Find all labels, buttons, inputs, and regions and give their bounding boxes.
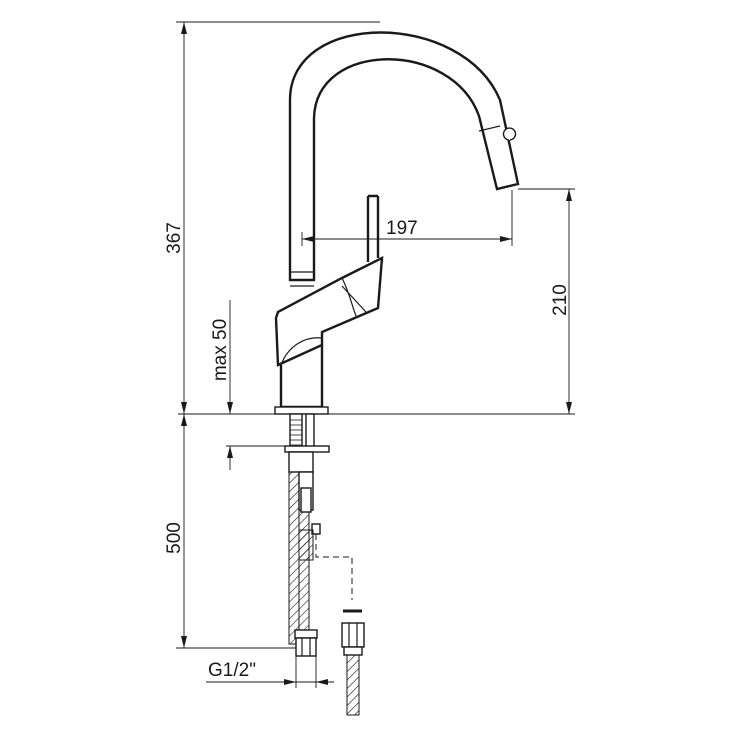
dim-max-deck: max 50 xyxy=(210,300,290,470)
mounting-plate xyxy=(284,445,330,453)
label-spout-height: 210 xyxy=(550,284,571,316)
hose-left xyxy=(288,471,300,645)
stud-thread-lines xyxy=(290,419,302,446)
label-spout-reach: 197 xyxy=(386,218,418,239)
hose-right xyxy=(346,654,360,716)
right-fitting-collar xyxy=(343,646,363,656)
hose-connector xyxy=(300,487,312,513)
mounting-hardware xyxy=(284,413,330,473)
mounting-nut xyxy=(288,451,314,473)
label-hose-length: 500 xyxy=(164,522,185,554)
left-fitting-collar xyxy=(294,629,318,639)
right-fitting-nut xyxy=(341,622,365,648)
head-button xyxy=(502,127,517,141)
dim-thread: G1/2" xyxy=(206,656,334,688)
dim-spout-reach: 197 xyxy=(301,190,513,246)
label-max-deck: max 50 xyxy=(210,319,231,381)
hoses xyxy=(288,471,365,716)
stud-right xyxy=(305,413,315,451)
lever-handle xyxy=(274,255,384,367)
lever-rod xyxy=(366,194,380,262)
hose-inner xyxy=(298,529,314,561)
body-curve xyxy=(280,337,323,366)
dim-spout-height: 210 xyxy=(518,188,575,414)
pullout-path xyxy=(315,534,353,600)
label-total-height: 367 xyxy=(164,222,185,254)
base-flange xyxy=(274,406,329,415)
label-thread: G1/2" xyxy=(208,660,256,681)
faucet-body xyxy=(274,31,520,415)
dim-hose-length: 500 xyxy=(164,414,296,649)
dim-total-height: 367 xyxy=(164,21,380,414)
left-fitting-nut xyxy=(295,637,317,657)
spout xyxy=(288,31,520,282)
lever-joint xyxy=(341,277,367,317)
pull-out-head xyxy=(478,125,501,132)
